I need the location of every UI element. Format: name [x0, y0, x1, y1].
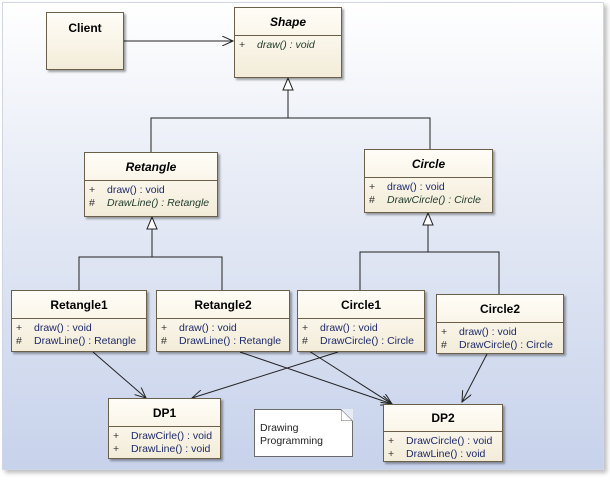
- operations-compartment: +DrawCirle() : void +DrawLine() : void: [109, 426, 220, 456]
- note-drawing-programming[interactable]: Drawing Programming: [254, 409, 353, 457]
- operation: +DrawLine() : void: [113, 443, 211, 455]
- operation: +DrawLine() : void: [388, 448, 486, 460]
- operation: +draw() : void: [89, 184, 165, 196]
- link-circle1-dp1: [192, 351, 339, 398]
- link-circle1-dp2: [297, 343, 392, 404]
- operation: +draw() : void: [239, 39, 315, 51]
- link-retangle2-dp2: [239, 351, 392, 404]
- class-shape[interactable]: Shape +draw() : void: [234, 7, 342, 78]
- operations-compartment: +draw() : void #DrawLine() : Retangle: [85, 180, 217, 210]
- link-retangle1-dp1: [92, 351, 146, 398]
- class-circle2[interactable]: Circle2 +draw() : void #DrawCircle() : C…: [436, 294, 564, 354]
- class-client[interactable]: Client: [46, 12, 124, 70]
- class-name: Retangle1: [50, 298, 108, 312]
- class-circle[interactable]: Circle +draw() : void #DrawCircle() : Ci…: [364, 149, 493, 213]
- generalization-retangle-shape: [150, 89, 289, 152]
- operations-compartment: +draw() : void #DrawLine() : Retangle: [157, 318, 289, 348]
- operation: +draw() : void: [302, 322, 378, 334]
- operations-compartment: +draw() : void #DrawLine() : Retangle: [12, 318, 146, 348]
- operations-compartment: +DrawCircle() : void +DrawLine() : void: [384, 431, 502, 461]
- operations-compartment: +draw() : void #DrawCircle() : Circle: [437, 322, 563, 352]
- inheritance-triangle-retangle: [146, 215, 158, 230]
- note-line: Programming: [260, 435, 324, 447]
- operation: +DrawCircle() : void: [388, 435, 493, 447]
- class-dp2[interactable]: DP2 +DrawCircle() : void +DrawLine() : v…: [383, 404, 503, 462]
- operation: +draw() : void: [16, 322, 92, 334]
- operation: +DrawCirle() : void: [113, 430, 213, 442]
- operation: #DrawLine() : Retangle: [161, 335, 282, 347]
- class-retangle2[interactable]: Retangle2 +draw() : void #DrawLine() : R…: [156, 290, 290, 352]
- class-name: Shape: [269, 15, 306, 29]
- inheritance-triangle-circle: [422, 211, 434, 226]
- generalization-circle1: [359, 224, 429, 290]
- class-name: Retangle: [125, 160, 177, 174]
- operations-compartment: +draw() : void #DrawCircle() : Circle: [298, 318, 424, 348]
- class-retangle[interactable]: Retangle +draw() : void #DrawLine() : Re…: [84, 152, 218, 217]
- generalization-retangle1: [78, 228, 153, 290]
- operation: #DrawLine() : Retangle: [89, 197, 210, 209]
- operation: +draw() : void: [161, 322, 237, 334]
- operation: +draw() : void: [441, 326, 517, 338]
- operation: +draw() : void: [369, 181, 445, 193]
- class-name: DP1: [152, 406, 177, 420]
- class-name: Retangle2: [194, 298, 252, 312]
- class-circle1[interactable]: Circle1 +draw() : void #DrawCircle() : C…: [297, 290, 425, 352]
- note-fold-icon: [341, 409, 353, 421]
- operation: #DrawCircle() : Circle: [302, 335, 414, 347]
- class-name: Circle2: [479, 302, 521, 316]
- inheritance-triangle-shape: [282, 76, 294, 91]
- generalization-circle2: [428, 251, 500, 294]
- operation: #DrawLine() : Retangle: [16, 335, 137, 347]
- diagram-background: [2, 2, 604, 470]
- operations-compartment: +draw() : void #DrawCircle() : Circle: [365, 177, 492, 207]
- class-name: DP2: [431, 411, 455, 425]
- class-retangle1[interactable]: Retangle1 +draw() : void #DrawLine() : R…: [11, 290, 147, 352]
- generalization-circle-shape: [288, 117, 431, 149]
- operation: #DrawCircle() : Circle: [369, 194, 481, 206]
- link-circle2-dp2: [462, 353, 488, 402]
- note-line: Drawing: [260, 422, 299, 434]
- class-dp1[interactable]: DP1 +DrawCirle() : void +DrawLine() : vo…: [108, 398, 221, 459]
- class-name: Circle: [411, 157, 446, 171]
- operation: #DrawCircle() : Circle: [441, 339, 553, 351]
- class-name: Client: [68, 21, 102, 35]
- operations-compartment: +draw() : void: [235, 35, 341, 52]
- class-name: Circle1: [340, 298, 382, 312]
- generalization-retangle2: [152, 256, 223, 290]
